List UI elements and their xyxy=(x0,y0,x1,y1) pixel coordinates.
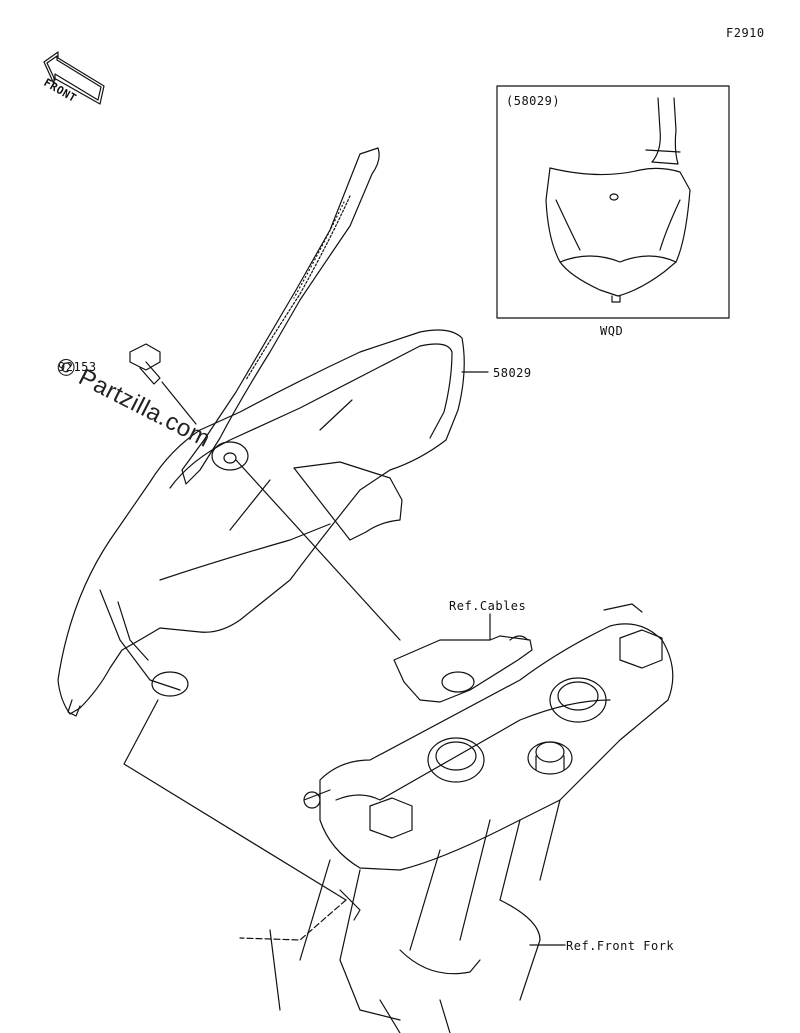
diagram-code: F2910 xyxy=(726,26,765,40)
cable-bracket-drawing xyxy=(393,635,533,703)
triple-clamp-drawing xyxy=(303,603,674,871)
assembly-line-1 xyxy=(235,459,401,641)
front-fork-drawing xyxy=(269,799,561,1033)
ref-front-fork-label: Ref.Front Fork xyxy=(566,939,675,953)
ref-cables-label: Ref.Cables xyxy=(449,599,527,613)
front-arrow-icon xyxy=(43,51,105,105)
part-number-58029: 58029 xyxy=(493,366,532,380)
number-plate-inset-drawing xyxy=(545,97,691,303)
bolt-drawing xyxy=(129,343,161,385)
assembly-line-2 xyxy=(123,699,347,901)
number-plate-drawing xyxy=(57,329,465,717)
inset-box xyxy=(496,85,730,319)
strap-drawing xyxy=(181,147,380,485)
leader-line-92153 xyxy=(161,381,197,425)
part-number-92153: 92153 xyxy=(58,360,97,374)
inset-caption: WQD xyxy=(600,324,624,338)
inset-ref-label: (58029) xyxy=(506,94,561,108)
assembly-line-3 xyxy=(239,899,347,941)
